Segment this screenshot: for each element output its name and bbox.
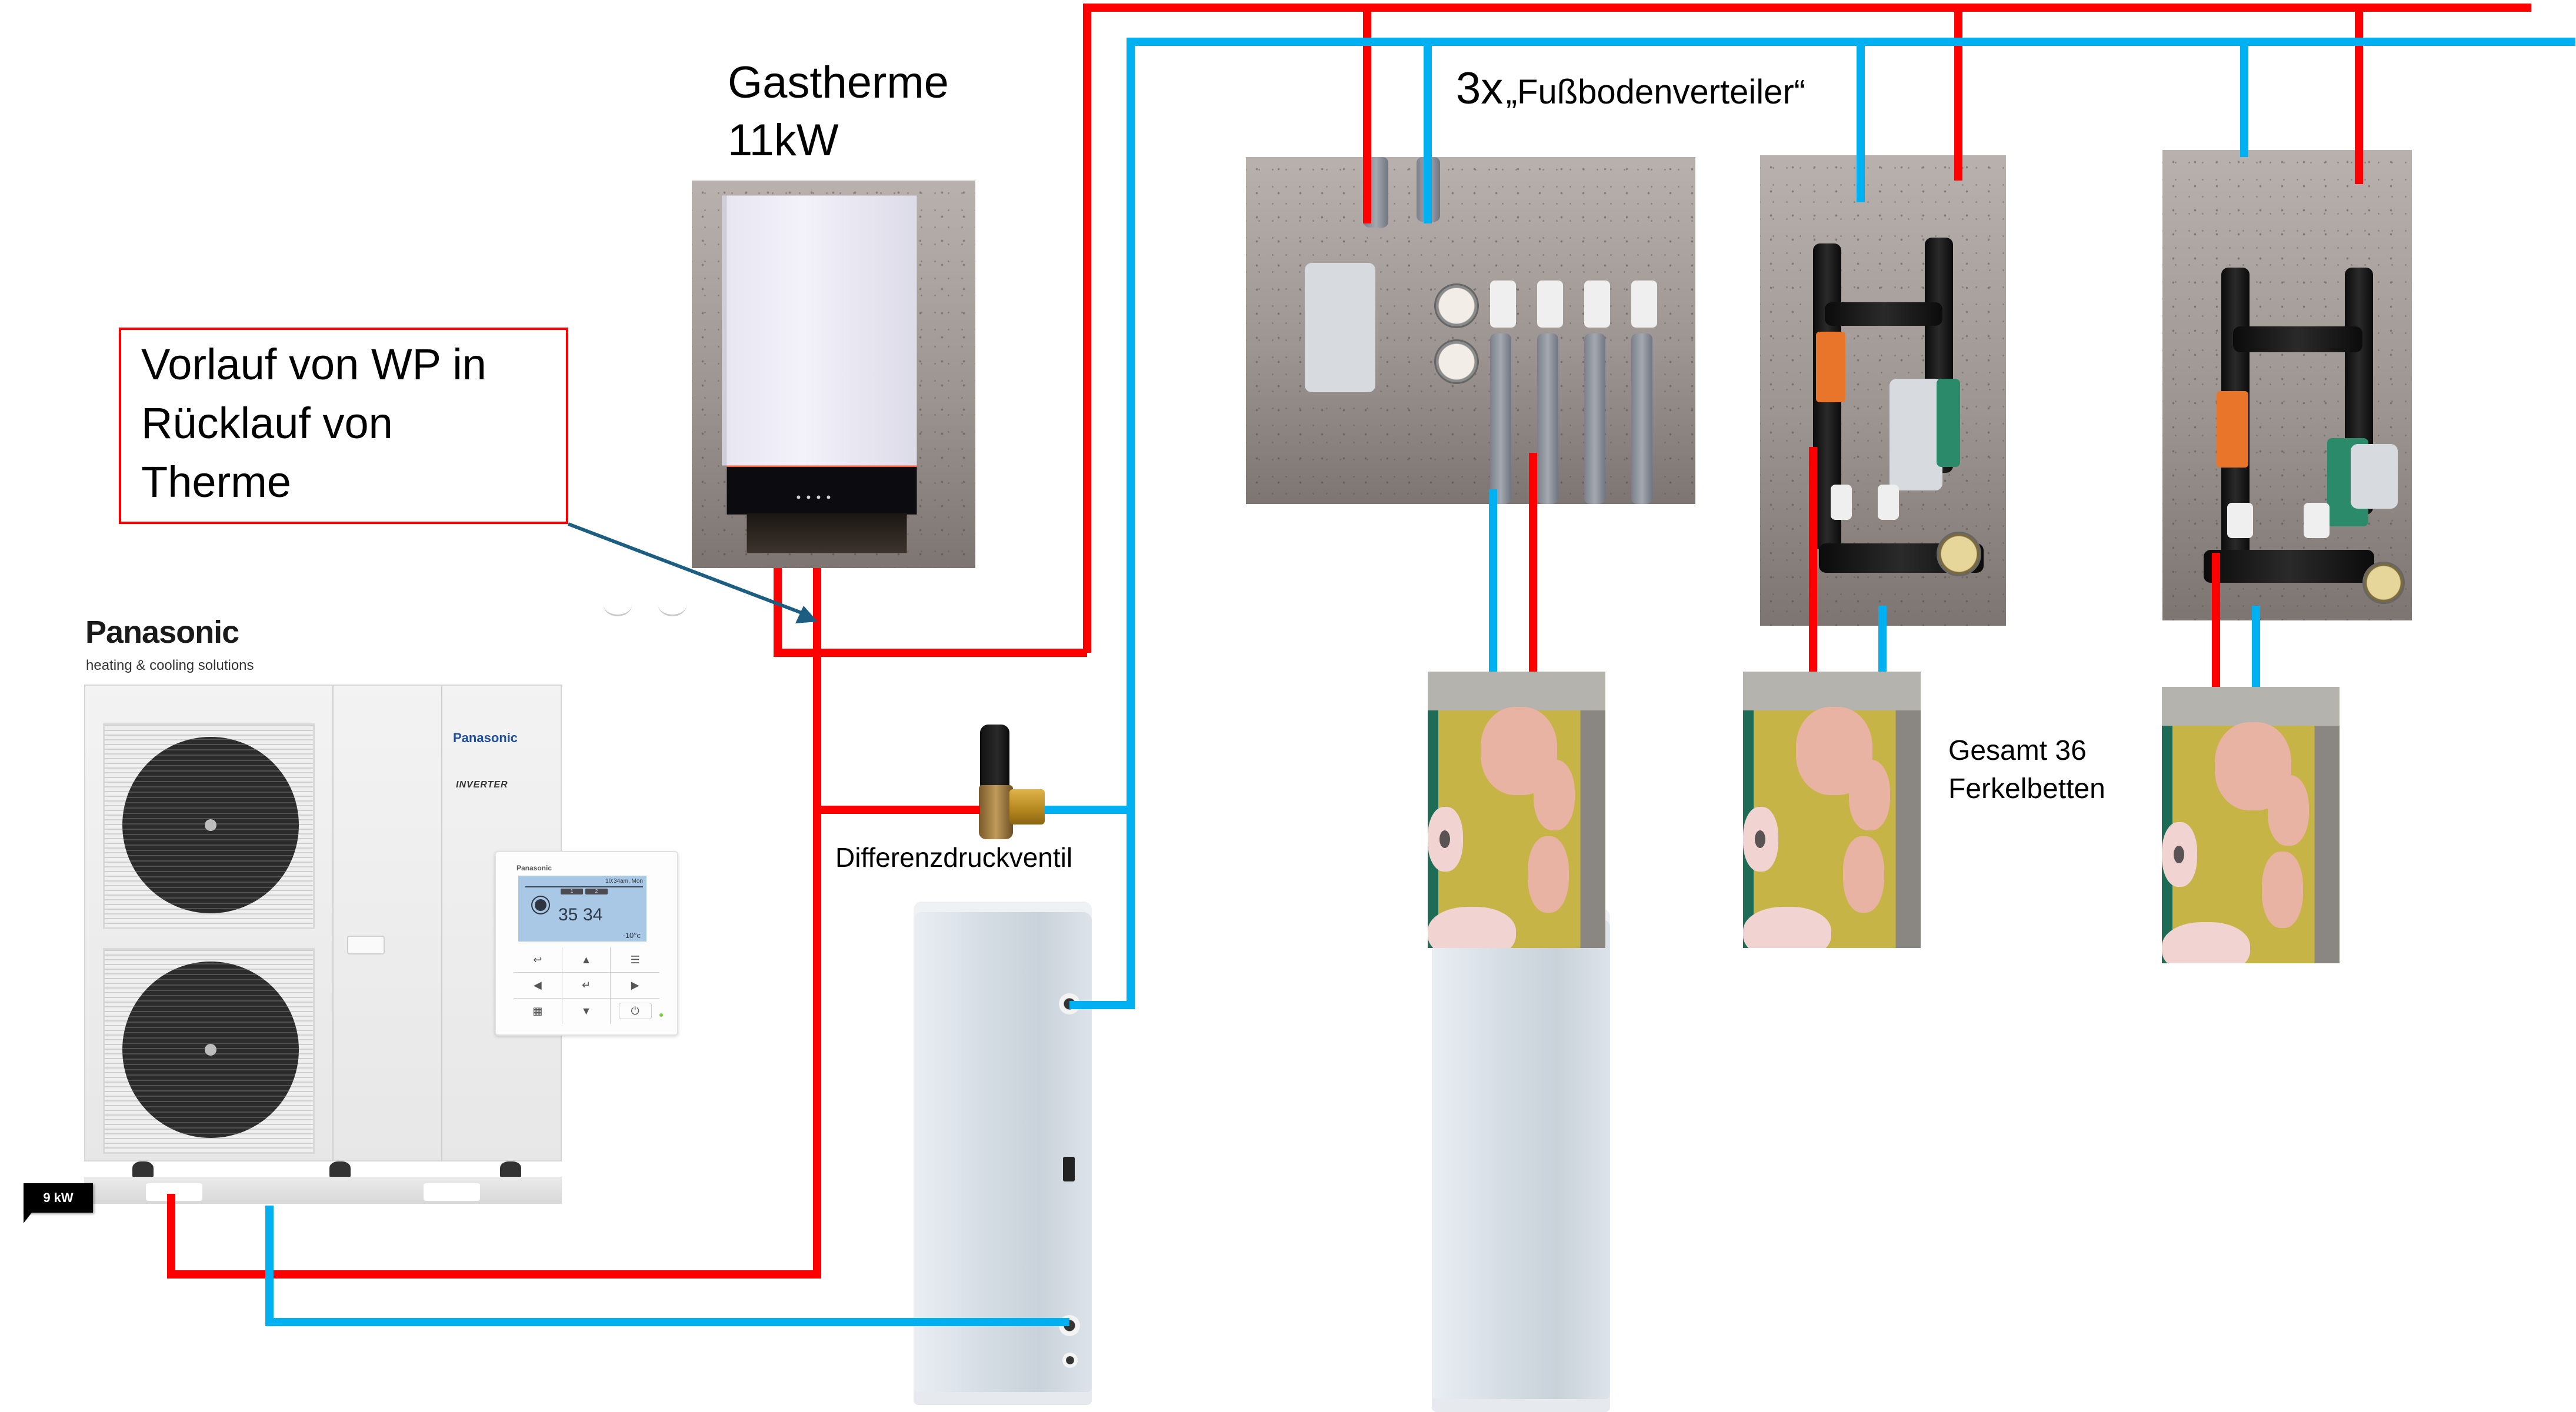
tank-temp: 40°c bbox=[1432, 909, 1610, 1412]
status-led bbox=[659, 1013, 663, 1017]
base-slot bbox=[424, 1183, 480, 1201]
gastherme-title-line2: 11kW bbox=[728, 115, 839, 165]
gastherme-photo bbox=[692, 181, 975, 568]
fan-grille-top bbox=[103, 723, 315, 929]
down-key-icon[interactable]: ▼ bbox=[562, 998, 611, 1024]
floor-manifold-photo-1 bbox=[1246, 157, 1695, 504]
display-time: 10:34am, Mon bbox=[605, 878, 643, 884]
tank-sensor-panel bbox=[1063, 1157, 1075, 1181]
tank-port-drain bbox=[1062, 1353, 1078, 1368]
power-key[interactable]: ⏻ bbox=[611, 999, 659, 1024]
fan-grille-bottom bbox=[103, 948, 315, 1154]
callout-line-1: Vorlauf von WP in bbox=[141, 340, 486, 389]
back-key-icon[interactable]: ↩ bbox=[514, 947, 562, 973]
left-key-icon[interactable]: ◀ bbox=[514, 973, 562, 999]
distributors-count: 3x bbox=[1456, 64, 1504, 114]
remote-controller: Panasonic 10:34am, Mon 1 2 35 34 40°c -1… bbox=[495, 851, 1610, 1412]
heat-pump-unit: Panasonic INVERTER bbox=[84, 685, 562, 1161]
arrow-head-icon bbox=[795, 606, 818, 623]
pig-beds-line1: Gesamt 36 bbox=[1948, 735, 2087, 766]
floor-manifold-photo-2 bbox=[1760, 155, 2006, 626]
sun-icon bbox=[535, 899, 546, 911]
valve-label: Differenzdruckventil bbox=[835, 842, 1073, 873]
remote-display: 10:34am, Mon 1 2 35 34 40°c -10°c bbox=[518, 876, 1610, 1412]
panel-brand: Panasonic bbox=[453, 730, 518, 745]
zone1-temp: 35 bbox=[558, 905, 578, 924]
heat-pump-foot bbox=[132, 1161, 154, 1178]
heat-pump-foot bbox=[500, 1161, 521, 1178]
pig-beds-line2: Ferkelbetten bbox=[1948, 773, 2105, 805]
piglet-bed-photo-2 bbox=[1743, 672, 1921, 948]
piglet-bed-photo-1 bbox=[1428, 672, 1605, 948]
up-key-icon[interactable]: ▲ bbox=[562, 947, 611, 973]
zone1-badge: 1 bbox=[561, 889, 583, 894]
remote-brand: Panasonic bbox=[516, 864, 552, 872]
inverter-badge: INVERTER bbox=[456, 780, 508, 790]
base-slot bbox=[146, 1183, 202, 1201]
gastherme-title-line1: Gastherme bbox=[728, 58, 949, 108]
heat-pump-foot bbox=[329, 1161, 351, 1178]
decorative-arc-1 bbox=[603, 591, 632, 616]
right-key-icon[interactable]: ▶ bbox=[611, 973, 659, 999]
heat-pump-tagline: heating & cooling solutions bbox=[86, 657, 254, 673]
callout-line-2: Rücklauf von bbox=[141, 399, 393, 448]
distributors-name: „Fußbodenverteiler“ bbox=[1505, 73, 1806, 111]
distributors-title: 3x „Fußbodenverteiler“ bbox=[1456, 66, 1805, 111]
zone2-temp: 34 bbox=[583, 905, 603, 924]
zone2-badge: 2 bbox=[585, 889, 608, 894]
heat-pump-brand-logo: Panasonic bbox=[85, 615, 239, 650]
power-icon: ⏻ bbox=[618, 1003, 652, 1020]
piglet-bed-photo-3 bbox=[2162, 687, 2340, 963]
enter-key-icon[interactable]: ↵ bbox=[562, 973, 611, 999]
outdoor-temp: -10°c bbox=[622, 931, 641, 940]
floor-manifold-photo-3 bbox=[2162, 150, 2412, 620]
tank-port-upper bbox=[1059, 993, 1080, 1014]
remote-keypad: ↩ ▲ ☰ ◀ ↵ ▶ ▦ ▼ ⏻ bbox=[514, 947, 659, 1024]
callout-box: Vorlauf von WP in Rücklauf von Therme bbox=[119, 328, 568, 524]
tank-port-lower bbox=[1059, 1315, 1080, 1336]
menu-key-icon[interactable]: ☰ bbox=[611, 947, 659, 973]
callout-line-3: Therme bbox=[141, 458, 291, 506]
service-handle bbox=[347, 936, 385, 954]
decorative-arc-2 bbox=[658, 591, 687, 616]
power-badge: 9 kW bbox=[24, 1183, 93, 1223]
quick-menu-key-icon[interactable]: ▦ bbox=[514, 998, 562, 1024]
